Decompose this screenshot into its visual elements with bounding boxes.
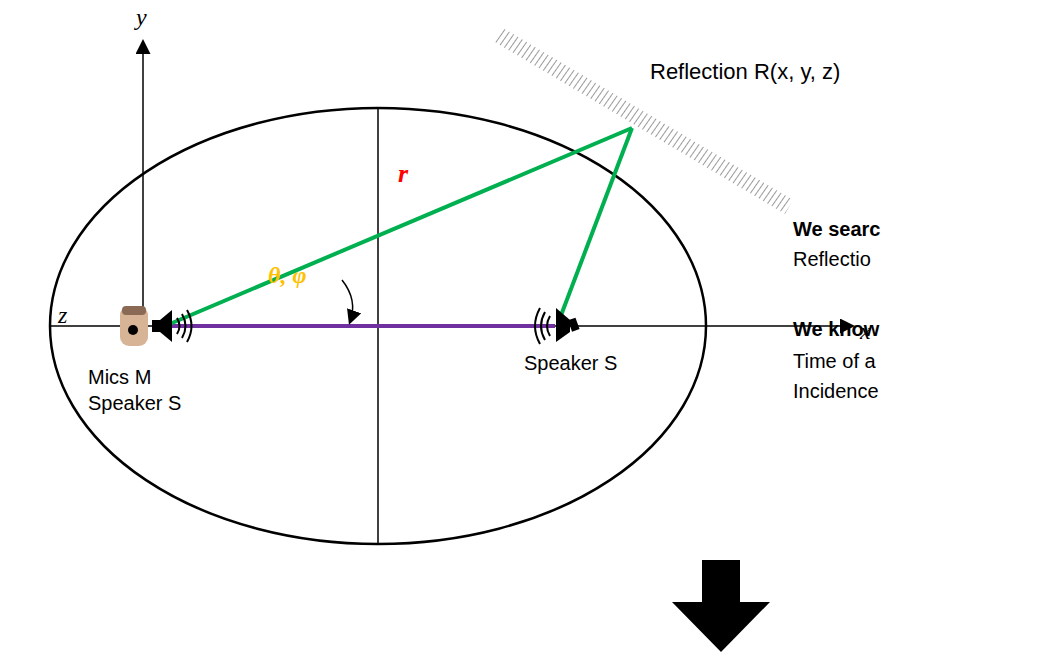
reflecting-wall bbox=[495, 28, 793, 214]
speaker-label: Speaker S bbox=[524, 352, 617, 374]
speaker-icon bbox=[152, 310, 192, 342]
mics-label: Mics M bbox=[88, 366, 151, 388]
note: Incidence bbox=[793, 380, 879, 402]
axis-label: y bbox=[136, 4, 147, 30]
speaker-label: Speaker S bbox=[88, 392, 181, 414]
down-arrow bbox=[672, 560, 770, 652]
heading-note: We know bbox=[793, 318, 879, 340]
heading-note: We searc bbox=[793, 218, 880, 240]
note: Reflectio bbox=[793, 248, 871, 270]
note: Time of a bbox=[793, 350, 876, 372]
axis-label: z bbox=[58, 302, 67, 328]
head-icon bbox=[120, 306, 148, 346]
angle-label: θ, φ bbox=[268, 262, 307, 288]
speaker-icon bbox=[535, 308, 580, 344]
distance-label: r bbox=[398, 160, 408, 189]
reflection-label: Reflection R(x, y, z) bbox=[650, 60, 840, 84]
